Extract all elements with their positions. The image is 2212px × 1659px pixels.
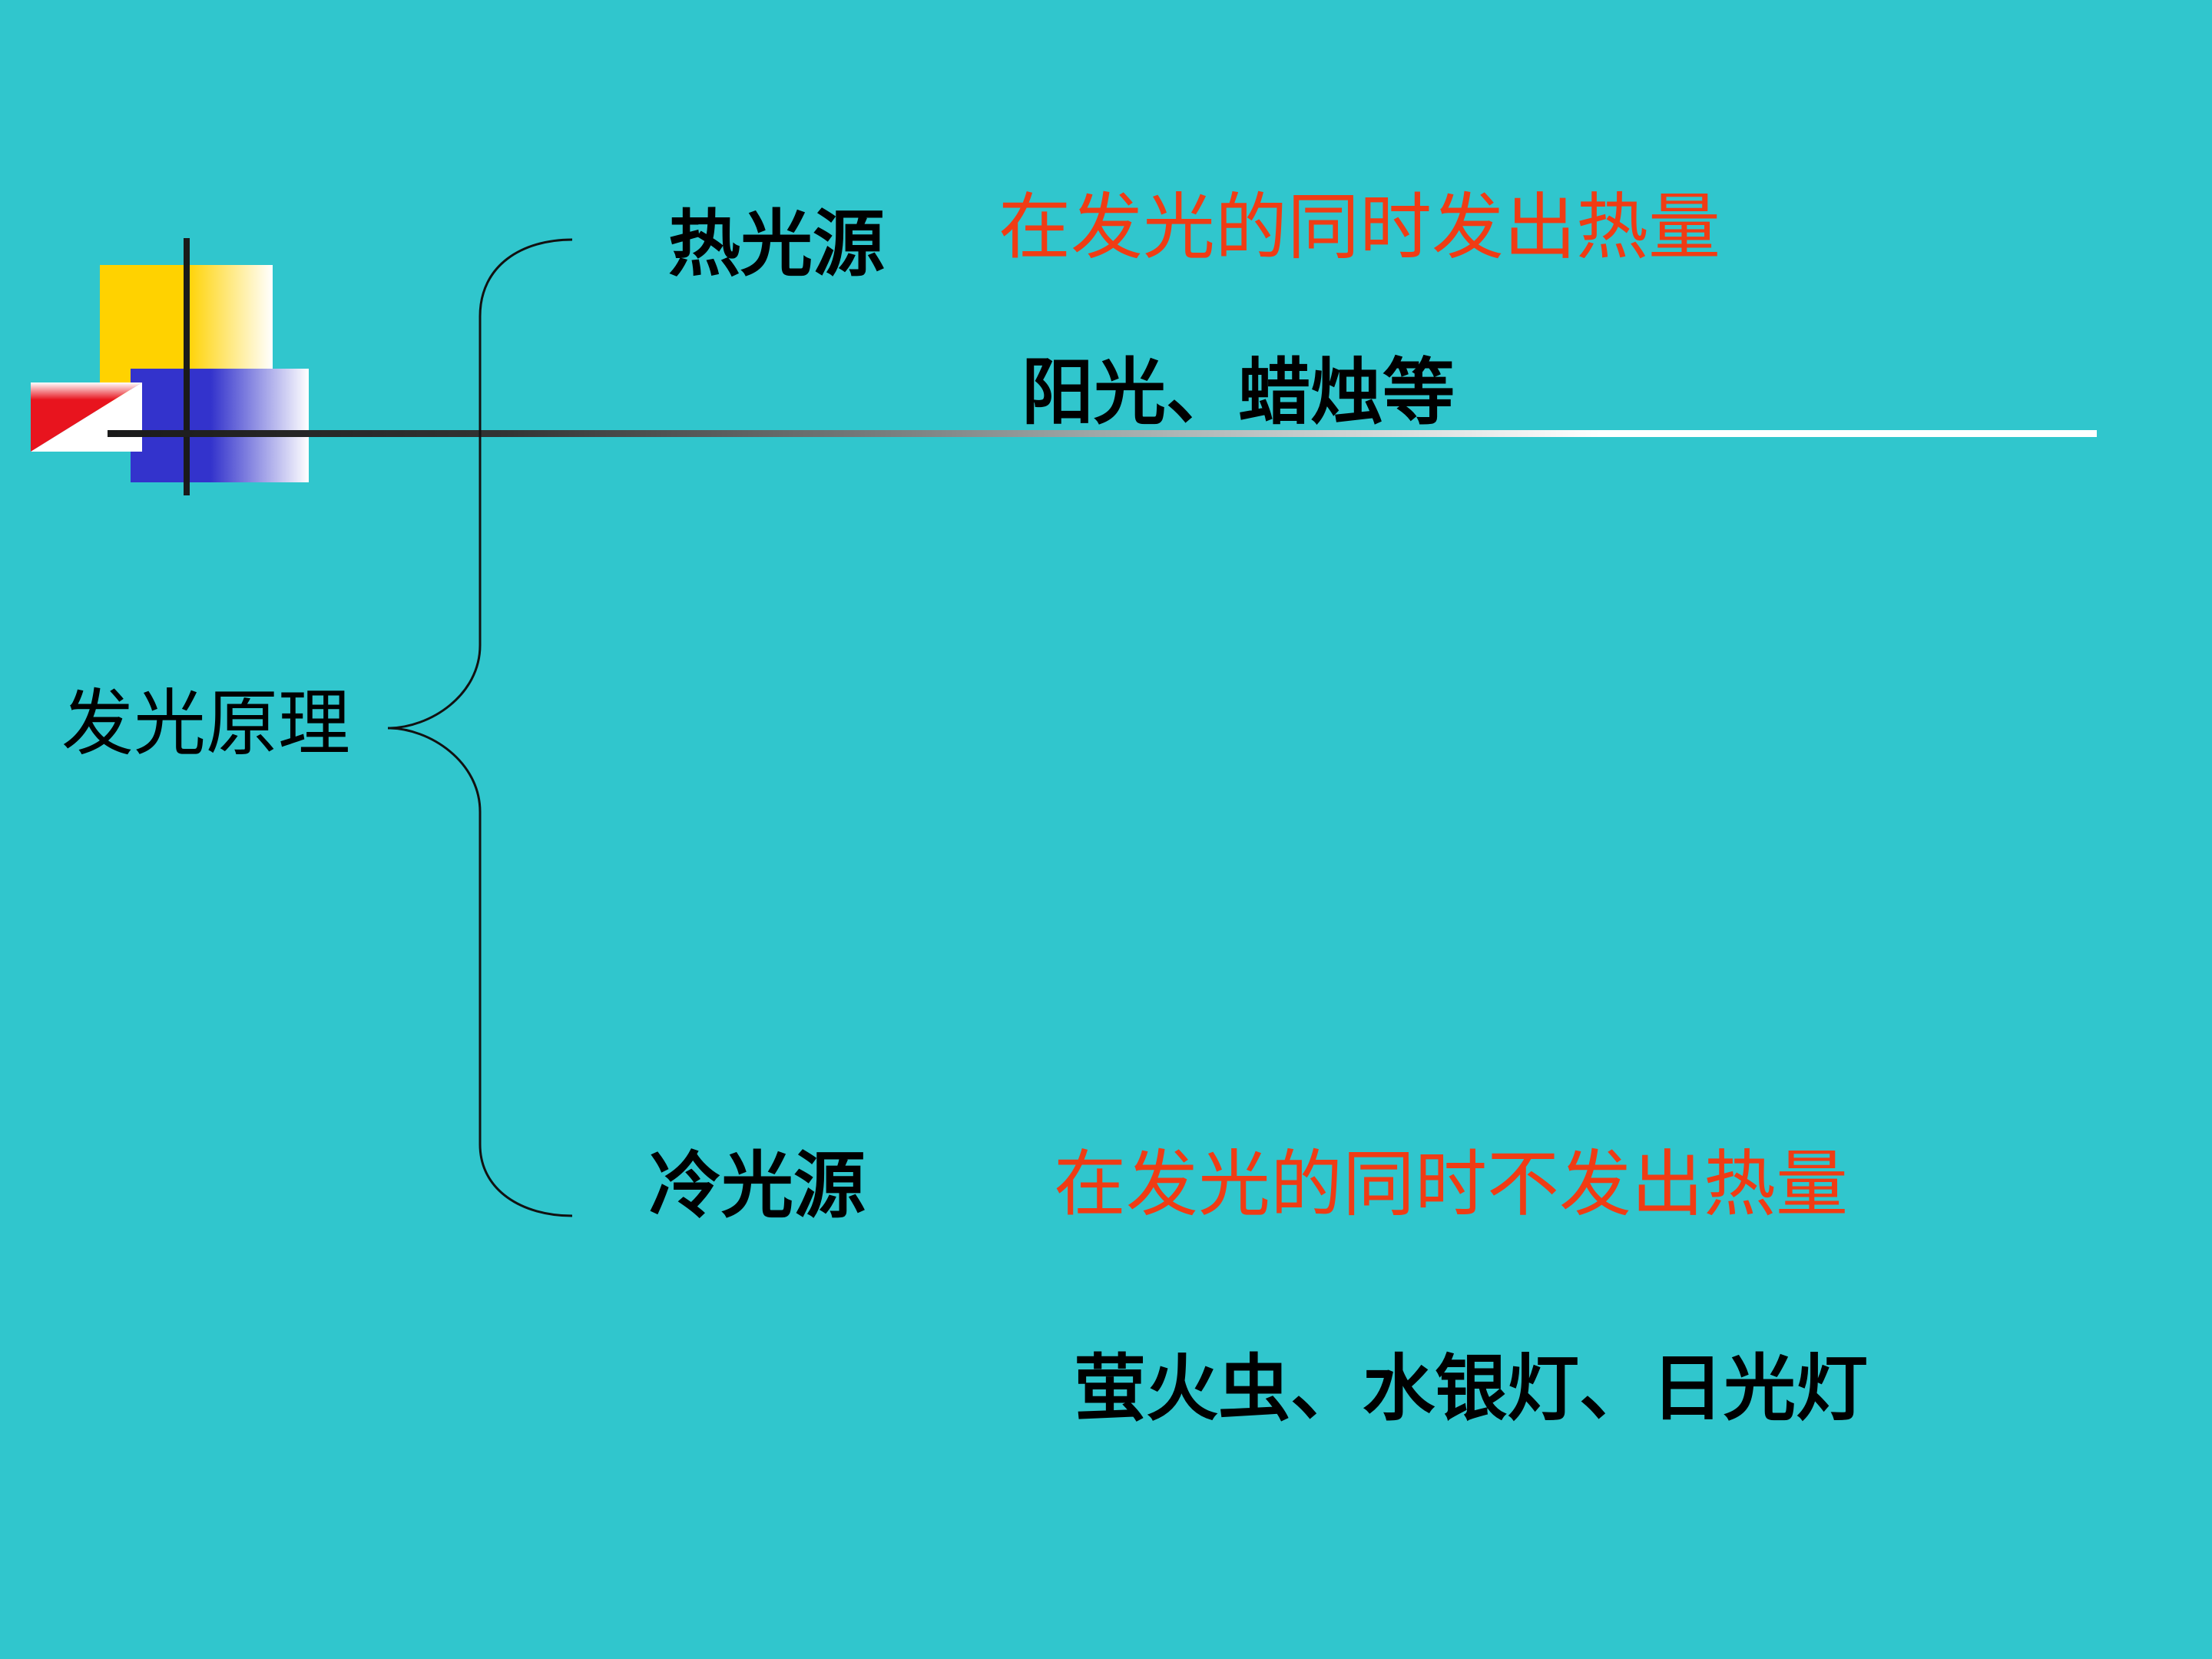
decorative-header-graphic: [31, 238, 2097, 495]
hot-light-source-label: 热光源: [668, 203, 886, 286]
blue-square: [131, 369, 309, 482]
vertical-rule: [184, 238, 190, 495]
hot-light-source-examples: 阳光、蜡烛等: [1022, 351, 1455, 435]
hot-light-source-definition: 在发光的同时发出热量: [998, 186, 1721, 270]
horizontal-gradient-rule: [108, 430, 2097, 437]
cold-light-source-label: 冷光源: [649, 1144, 866, 1228]
cold-light-source-definition: 在发光的同时不发出热量: [1054, 1143, 1849, 1227]
brace-path: [387, 238, 573, 1217]
cold-light-source-examples: 萤火虫、水银灯、日光灯: [1074, 1347, 1869, 1431]
root-label: 发光原理: [61, 682, 351, 766]
